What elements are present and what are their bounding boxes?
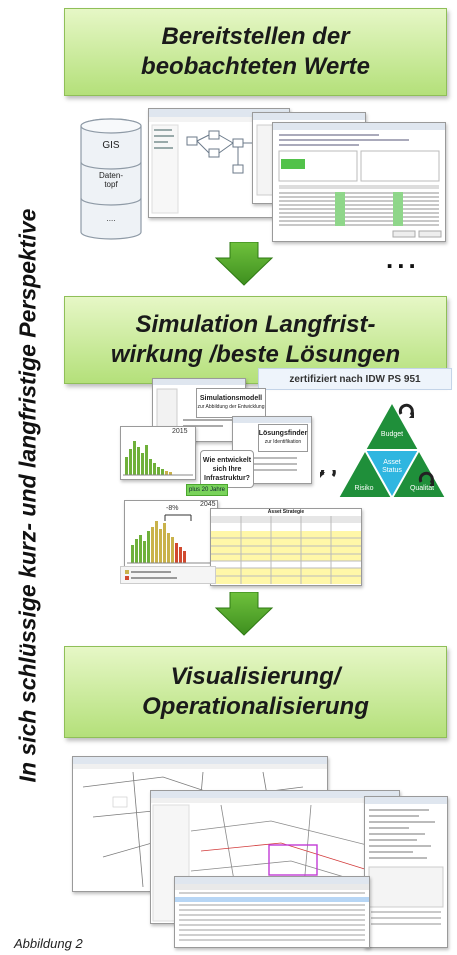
data-table-screenshot <box>272 122 446 242</box>
triangle-label-status: Status <box>382 467 402 474</box>
more-indicator: ... <box>386 244 420 274</box>
down-arrow-icon <box>214 242 274 286</box>
database-icon: GIS Daten- topf .... <box>80 118 142 240</box>
certificate-label: zertifiziert nach IDW PS 951 <box>258 368 452 390</box>
cycle-arrow-icon <box>398 403 414 418</box>
histogram-2015 <box>120 426 196 480</box>
gis-table-screenshot <box>174 876 370 948</box>
step-box-visualization: Visualisierung/Operationalisierung <box>64 646 447 738</box>
asset-strategy-table: Asset Strategie <box>210 508 362 586</box>
db-label-datentopf-1: Daten- <box>99 171 123 180</box>
triangle-label-risiko: Risiko <box>354 485 373 492</box>
db-label-gis: GIS <box>102 140 120 151</box>
delta-label: -8% <box>166 505 179 512</box>
histogram-2045 <box>124 500 218 568</box>
year-2015-label: 2015 <box>172 428 188 435</box>
gis-properties-screenshot <box>364 796 448 948</box>
asset-triangle-diagram: Budget Asset Status Risiko Qualität <box>336 399 448 501</box>
vertical-title: In sich schlüssige kurz- und langfristig… <box>14 208 41 782</box>
simulation-model-bubble: Simulationsmodell zur Abbildung der Entw… <box>196 388 266 418</box>
year-2045-label: 2045 <box>200 501 216 508</box>
cycle-arrow-icon <box>418 471 434 486</box>
legend-panel <box>120 566 216 584</box>
triangle-label-asset: Asset <box>383 459 401 466</box>
plus-20-years-label: plus 20 Jahre <box>186 484 228 496</box>
down-arrow-icon <box>214 592 274 636</box>
triangle-label-budget: Budget <box>381 431 403 438</box>
step-box-simulation: Simulation Langfrist-wirkung /beste Lösu… <box>64 296 447 384</box>
db-label-datentopf-2: topf <box>104 180 118 189</box>
triangle-label-qualitaet: Qualität <box>410 485 434 492</box>
cycle-arrow-icon <box>320 470 336 478</box>
solution-finder-bubble: Lösungsfinder zur Identifikation <box>258 424 308 452</box>
figure-caption: Abbildung 2 <box>14 936 83 951</box>
db-label-more: .... <box>107 214 116 223</box>
